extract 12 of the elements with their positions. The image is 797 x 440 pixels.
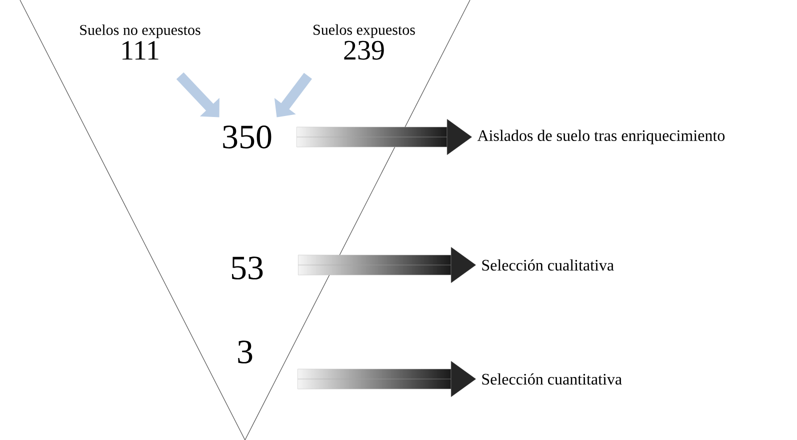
count-label: 53 xyxy=(232,256,263,280)
stage-label: Selección cualitativa xyxy=(482,259,614,271)
group-label: Suelos no expuestos 111 xyxy=(80,24,200,60)
group-label: Suelos expuestos 239 xyxy=(314,24,415,60)
gradient-arrow xyxy=(298,361,476,397)
arrow xyxy=(176,72,220,118)
stage-label: Selección cuantitativa xyxy=(482,373,622,385)
count-label: 3 xyxy=(238,340,252,364)
count-label: 350 xyxy=(223,126,272,148)
gradient-arrow xyxy=(298,247,476,283)
gradient-arrow xyxy=(296,119,472,155)
stage-label: Aislados de suelo tras enriquecimiento xyxy=(477,130,725,144)
